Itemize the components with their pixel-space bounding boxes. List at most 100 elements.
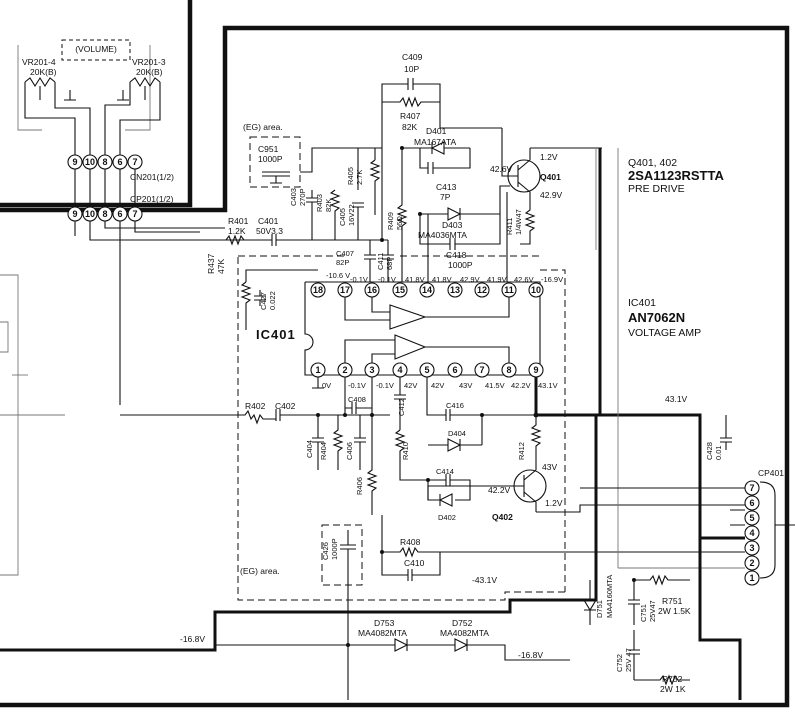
q402-base-voltage: 42.2V bbox=[488, 485, 511, 495]
input-network: R401 1.2K C401 50V3.3 bbox=[224, 216, 370, 246]
cn201-connector: 9 10 8 6 7 CN201(1/2) bbox=[67, 154, 174, 182]
ic-top-voltage: -10.6 V bbox=[326, 271, 350, 280]
vr-left-label: VR201-4 bbox=[22, 57, 56, 67]
r411-value: 1/4W47 bbox=[514, 209, 523, 235]
svg-text:8: 8 bbox=[102, 209, 107, 219]
r405-value: 2.7K bbox=[355, 170, 364, 185]
d753-label: D753 bbox=[374, 618, 395, 628]
rail-pos-label: 43.1V bbox=[665, 394, 688, 404]
ic-info-title: IC401 bbox=[628, 297, 656, 309]
neg16-left-label: -16.8V bbox=[180, 634, 205, 644]
r403-value: 82K bbox=[324, 199, 333, 212]
r405-label: R405 bbox=[346, 167, 355, 185]
c405-label: C405 bbox=[338, 208, 347, 226]
eg-area-bottom: (EG) area. C426 1000P bbox=[240, 524, 363, 700]
r401-value: 1.2K bbox=[228, 226, 246, 236]
svg-text:10: 10 bbox=[85, 157, 95, 167]
ic-info-part: AN7062N bbox=[628, 310, 685, 325]
power-supply: D751 MA4160MTA C751 25V47 R751 2W 1.5K C… bbox=[583, 574, 691, 694]
svg-text:7: 7 bbox=[479, 365, 484, 375]
svg-text:6: 6 bbox=[117, 209, 122, 219]
svg-text:3: 3 bbox=[749, 543, 754, 553]
ic-bottom-voltage: 42.2V bbox=[511, 381, 531, 390]
svg-text:4: 4 bbox=[749, 528, 754, 538]
neg16-line: D753 MA4082MTA D752 MA4082MTA -16.8V -16… bbox=[180, 618, 570, 661]
r407-value: 82K bbox=[402, 122, 417, 132]
cp401-connector: CP401 7 6 5 4 3 2 1 bbox=[580, 468, 795, 586]
r409-label: R409 bbox=[386, 212, 395, 230]
svg-text:16: 16 bbox=[367, 285, 377, 295]
c752-label: C752 bbox=[615, 654, 624, 672]
r410-label: R410 bbox=[401, 442, 410, 460]
r402-label: R402 bbox=[245, 401, 266, 411]
ic-bottom-voltage: 43.1V bbox=[538, 381, 558, 390]
left-cropped-board bbox=[0, 274, 65, 576]
c413-value: 7P bbox=[440, 192, 451, 202]
c951-label: C951 bbox=[258, 144, 279, 154]
c411-label: C411 bbox=[376, 253, 385, 270]
c401-value: 50V3.3 bbox=[256, 226, 283, 236]
c413-label: C413 bbox=[436, 182, 457, 192]
ic-top-voltage: -16.9V bbox=[541, 275, 563, 284]
q401-base-voltage: 42.6V bbox=[490, 164, 513, 174]
volume-block: (VOLUME) VR201-4 20K(B) VR201-3 20K(B) bbox=[22, 39, 166, 160]
ic401-opamps bbox=[344, 297, 510, 363]
ic-top-voltage: 42.6V bbox=[514, 275, 534, 284]
c410-label: C410 bbox=[404, 558, 425, 568]
lower-input-network: R402 C402 C404 R404 C408 C406 R406 C412 … bbox=[120, 377, 536, 522]
svg-text:11: 11 bbox=[504, 285, 514, 295]
c407-value: 82P bbox=[336, 258, 349, 267]
svg-text:12: 12 bbox=[477, 285, 487, 295]
svg-text:1: 1 bbox=[749, 573, 754, 583]
c403-value: 270P bbox=[298, 188, 307, 206]
ic-bottom-voltage: 42V bbox=[404, 381, 417, 390]
c427-label: C427 bbox=[259, 292, 268, 310]
ic-bottom-voltage: -0.1V bbox=[376, 381, 394, 390]
svg-text:6: 6 bbox=[452, 365, 457, 375]
c751-value: 25V47 bbox=[648, 600, 657, 622]
cp201-connector: 9 10 8 6 7 CP201(1/2) bbox=[67, 169, 250, 405]
c416-label: C416 bbox=[446, 401, 464, 410]
svg-text:5: 5 bbox=[424, 365, 429, 375]
eg-area-label-top: (EG) area. bbox=[243, 122, 283, 132]
cp401-label: CP401 bbox=[758, 468, 784, 478]
svg-text:10: 10 bbox=[85, 209, 95, 219]
c406-label: C406 bbox=[345, 442, 354, 460]
c426-value: 1000P bbox=[330, 538, 339, 560]
c426-label: C426 bbox=[321, 542, 330, 560]
c401-label: C401 bbox=[258, 216, 279, 226]
svg-text:5: 5 bbox=[749, 513, 754, 523]
d404-label: D404 bbox=[448, 429, 466, 438]
c403-label: C403 bbox=[289, 188, 298, 206]
ic-bottom-voltage: 42V bbox=[431, 381, 444, 390]
r408-c410: R408 C410 bbox=[381, 515, 745, 581]
c402-label: C402 bbox=[275, 401, 296, 411]
c414-label: C414 bbox=[436, 467, 454, 476]
ic401-top-pins: 18 17 16 15 14 13 12 11 10 -10.6 V -0.1V… bbox=[310, 271, 563, 298]
ic-top-voltage: -0.1V bbox=[350, 275, 368, 284]
svg-text:13: 13 bbox=[450, 285, 460, 295]
svg-text:17: 17 bbox=[340, 285, 350, 295]
d401-label: D401 bbox=[426, 126, 447, 136]
part-info: Q401, 402 2SA1123RSTTA PRE DRIVE IC401 A… bbox=[628, 157, 724, 339]
svg-text:1: 1 bbox=[315, 365, 320, 375]
junction-dots bbox=[316, 146, 636, 647]
q401-label: Q401 bbox=[540, 172, 561, 182]
q402-label: Q402 bbox=[492, 512, 513, 522]
feedback-network-top: C403 270P R403 82K C405 16V22 R405 2.7K … bbox=[289, 148, 394, 282]
svg-text:3: 3 bbox=[369, 365, 374, 375]
ic401-label: IC401 bbox=[256, 327, 296, 342]
svg-text:18: 18 bbox=[313, 285, 323, 295]
r404-label: R404 bbox=[319, 442, 328, 460]
d753-value: MA4082MTA bbox=[358, 628, 407, 638]
ic-top-voltage: 41.9V bbox=[487, 275, 507, 284]
r751-label: R751 bbox=[662, 596, 683, 606]
r407-label: R407 bbox=[400, 111, 421, 121]
c427-value: 0.022 bbox=[268, 291, 277, 310]
compensation-network: C409 10P R407 82K D401 MA167ATA R409 56Ω… bbox=[381, 52, 510, 282]
svg-text:6: 6 bbox=[749, 498, 754, 508]
r408-label: R408 bbox=[400, 537, 421, 547]
ic-bottom-voltage: 41.5V bbox=[485, 381, 505, 390]
volume-title: (VOLUME) bbox=[75, 44, 117, 54]
